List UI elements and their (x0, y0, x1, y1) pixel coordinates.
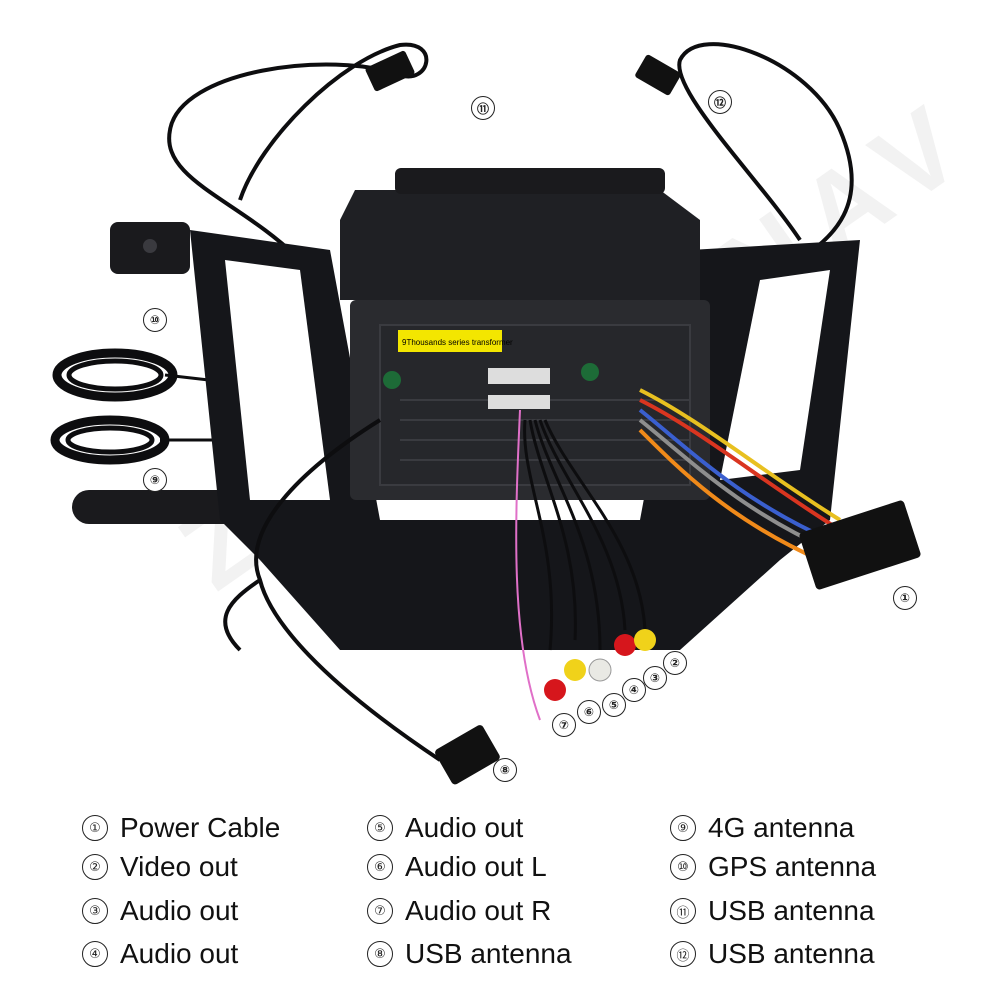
legend-label: 4G antenna (708, 812, 855, 843)
legend-number: ⑩ (670, 854, 696, 880)
legend-item-2: ② Video out (82, 847, 238, 887)
callout-5: ⑤ (602, 693, 626, 717)
rca-cable-bundle (515, 409, 647, 721)
svg-text:9Thousands series transformer: 9Thousands series transformer (402, 338, 513, 347)
callout-4: ④ (622, 678, 646, 702)
legend-label: Audio out R (405, 895, 552, 926)
legend-label: USB antenna (708, 938, 875, 969)
callout-1: ① (893, 586, 917, 610)
iso-connector (799, 500, 921, 590)
legend-item-12: ⑫ USB antenna (670, 934, 875, 974)
usb-plug-11 (365, 50, 415, 92)
legend-label: Audio out (120, 895, 239, 926)
callout-6: ⑥ (577, 700, 601, 724)
legend-number: ⑦ (367, 898, 393, 924)
rca-plug-5 (588, 658, 612, 682)
legend-number: ④ (82, 941, 108, 967)
legend-number: ③ (82, 898, 108, 924)
callout-12: ⑫ (708, 90, 732, 114)
legend-item-7: ⑦ Audio out R (367, 891, 551, 931)
legend-item-11: ⑪ USB antenna (670, 891, 875, 931)
legend-number: ⑥ (367, 854, 393, 880)
callout-10: ⑩ (143, 308, 167, 332)
legend-number: ⑨ (670, 815, 696, 841)
usb-plug-8 (435, 725, 500, 785)
legend-label: Video out (120, 851, 238, 882)
legend-number: ⑪ (670, 898, 696, 924)
callout-7: ⑦ (552, 713, 576, 737)
legend-item-3: ③ Audio out (82, 891, 238, 931)
legend-label: USB antenna (405, 938, 572, 969)
rca-plug-6 (564, 659, 586, 681)
rca-plug-4 (614, 634, 636, 656)
legend-number: ⑧ (367, 941, 393, 967)
legend-number: ① (82, 815, 108, 841)
legend-label: GPS antenna (708, 851, 877, 882)
label-sticker (398, 330, 502, 352)
legend-label: Audio out L (405, 851, 547, 882)
legend-item-1: ① Power Cable (82, 808, 280, 848)
head-unit-illustration: 9Thousands series transformer (50, 42, 921, 785)
legend-item-5: ⑤ Audio out (367, 808, 523, 848)
usb-cable-8 (223, 418, 442, 762)
callout-9: ⑨ (143, 468, 167, 492)
usb-cable-12 (677, 42, 854, 272)
screen-top (340, 190, 700, 300)
legend-number: ② (82, 854, 108, 880)
power-harness (638, 388, 842, 562)
legend-number: ⑤ (367, 815, 393, 841)
legend-label: Audio out (405, 812, 524, 843)
legend: ① Power Cable ② Video out ③ Audio out ④ … (0, 800, 1000, 1000)
callout-11: ⑪ (471, 96, 495, 120)
callout-3: ③ (643, 666, 667, 690)
usb-plug-12 (635, 54, 681, 96)
legend-label: USB antenna (708, 895, 875, 926)
legend-number: ⑫ (670, 941, 696, 967)
legend-label: Power Cable (120, 812, 281, 843)
legend-item-10: ⑩ GPS antenna (670, 847, 876, 887)
legend-item-6: ⑥ Audio out L (367, 847, 547, 887)
callout-2: ② (663, 651, 687, 675)
rca-plug-3 (634, 629, 656, 651)
legend-item-4: ④ Audio out (82, 934, 238, 974)
legend-label: Audio out (120, 938, 239, 969)
legend-item-8: ⑧ USB antenna (367, 934, 572, 974)
legend-item-9: ⑨ 4G antenna (670, 808, 854, 848)
callout-8: ⑧ (493, 758, 517, 782)
rca-plug-7 (544, 679, 566, 701)
